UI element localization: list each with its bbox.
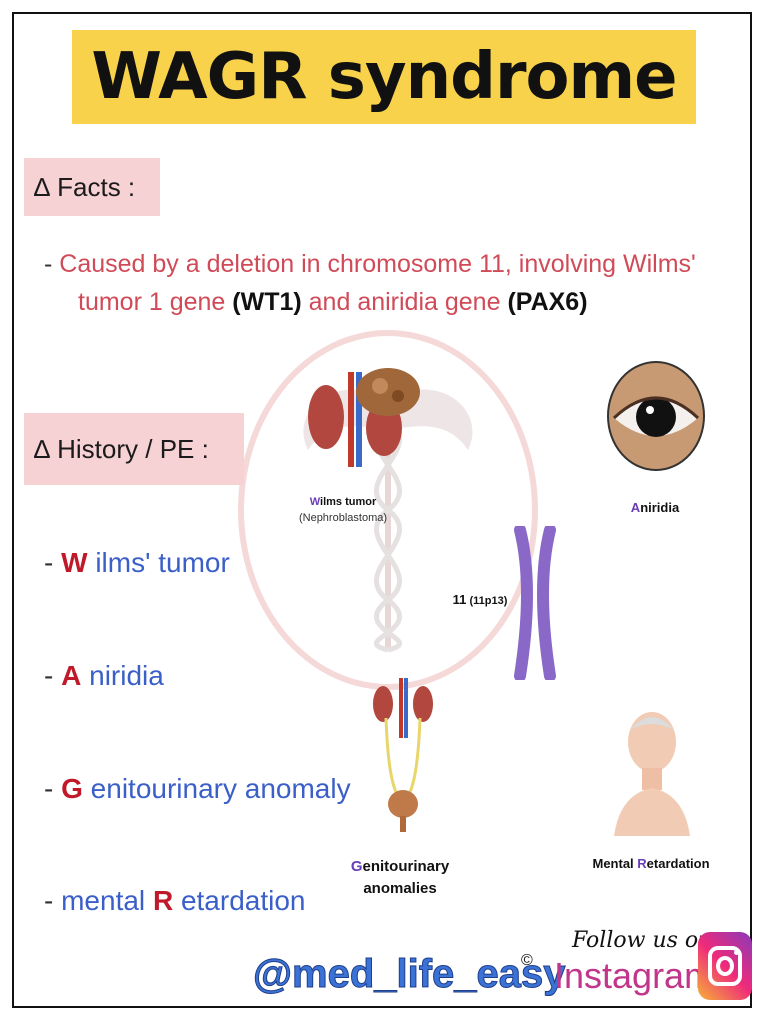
follow-text: Follow us on	[572, 928, 713, 953]
mental-caption: Mental Retardation	[592, 856, 710, 871]
facts-label: ∆ Facts :	[24, 158, 160, 216]
fact-line-1: - Caused by a deletion in chromosome 11,…	[44, 250, 696, 278]
history-label: ∆ History / PE :	[24, 413, 244, 485]
copyright-mark: ©	[521, 952, 533, 969]
eye-illustration	[607, 361, 705, 471]
wilms-caption: Wilms tumor	[309, 496, 377, 508]
instagram-icon[interactable]	[698, 932, 752, 1000]
wilms-subcaption: (Nephroblastoma)	[298, 512, 388, 524]
watermark-circle	[238, 330, 538, 690]
aniridia-caption: Aniridia	[630, 500, 680, 515]
fact-text-1: Caused by a deletion in chromosome 11, i…	[59, 250, 696, 278]
title-highlight	[72, 30, 696, 124]
fact-line-2: tumor 1 gene (WT1) and aniridia gene (PA…	[78, 288, 588, 316]
kidney-tumor-illustration	[308, 368, 420, 467]
chromosome-illustration	[514, 526, 556, 680]
list-item: - W ilms' tumor	[44, 547, 230, 578]
head-illustration	[614, 712, 690, 836]
list-item: - mental R etardation	[44, 885, 306, 916]
page-border	[12, 12, 752, 1008]
chromosome-caption: 11 (11p13)	[452, 592, 508, 607]
urinary-tract-illustration	[373, 678, 433, 832]
list-item: - G enitourinary anomaly	[44, 773, 351, 804]
wt1-gene: (WT1)	[232, 288, 302, 316]
page-title: WAGR syndrome	[91, 40, 677, 114]
list-item: - A niridia	[44, 660, 164, 691]
social-handle[interactable]: @med_life_easy	[253, 952, 567, 997]
instagram-text[interactable]: Instagram	[554, 955, 715, 996]
pax6-gene: (PAX6)	[507, 288, 588, 316]
